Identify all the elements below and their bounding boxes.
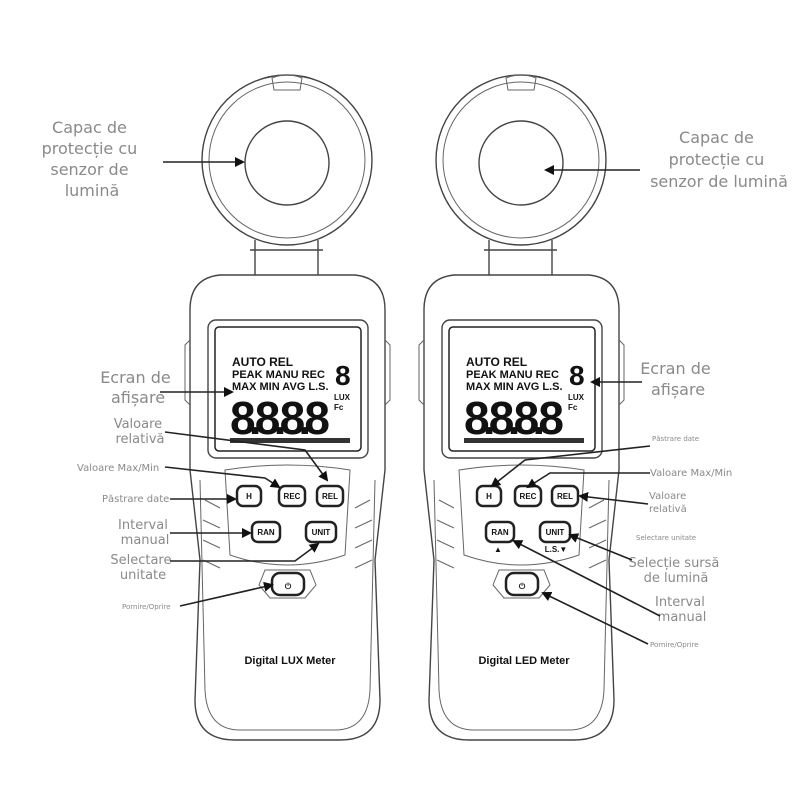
- label-display: Ecran de afișare: [100, 368, 176, 407]
- label-unit: Selectare unitate: [636, 534, 696, 542]
- ran-button[interactable]: RAN: [250, 520, 282, 544]
- rec-button[interactable]: REC: [277, 484, 307, 508]
- label-power: Pornire/Oprire: [122, 603, 171, 611]
- svg-text:REL: REL: [557, 492, 573, 501]
- lcd-bargraph: [464, 438, 584, 443]
- label-light-source: Selecție sursă de lumină: [628, 556, 723, 586]
- up-arrow-icon: ▲: [494, 545, 502, 554]
- lcd-row1: AUTO REL: [466, 355, 527, 369]
- svg-text:UNIT: UNIT: [312, 528, 331, 537]
- lcd-row3: MAX MIN AVG L.S.: [466, 381, 563, 393]
- led-meter: AUTO REL PEAK MANU REC MAX MIN AVG L.S. …: [418, 74, 625, 741]
- rel-button[interactable]: REL: [315, 484, 345, 508]
- lcd-row1: AUTO REL: [232, 355, 293, 369]
- label-maxmin: Valoare Max/Min: [77, 463, 159, 474]
- light-sensor: [478, 120, 564, 206]
- unit-button[interactable]: UNIT: [538, 520, 572, 544]
- hold-button[interactable]: H: [235, 484, 263, 508]
- svg-text:REC: REC: [284, 492, 301, 501]
- label-unit: Selectare unitate: [110, 553, 175, 583]
- label-hold: Păstrare date: [102, 494, 169, 505]
- svg-text:RAN: RAN: [257, 528, 275, 537]
- lcd-row2: PEAK MANU REC: [232, 369, 325, 381]
- lcd-screen: [214, 326, 362, 452]
- lcd-digits: 8.8.8.8: [464, 392, 564, 444]
- svg-text:UNIT: UNIT: [546, 528, 565, 537]
- unit-button[interactable]: UNIT: [304, 520, 338, 544]
- left-labels: Capac de protecție cu senzor de lumină E…: [42, 118, 329, 611]
- rel-button[interactable]: REL: [550, 484, 580, 508]
- lcd-unit-lux: LUX: [334, 393, 351, 402]
- ran-button[interactable]: RAN: [484, 520, 516, 544]
- svg-text:H: H: [246, 492, 252, 501]
- svg-text:H: H: [486, 492, 492, 501]
- lcd-unit-lux: LUX: [568, 393, 585, 402]
- label-relative: Valoare relativă: [114, 417, 167, 447]
- model-name: Digital LED Meter: [478, 655, 570, 667]
- label-hold: Păstrare date: [652, 435, 699, 443]
- svg-text:REC: REC: [520, 492, 537, 501]
- svg-text:⏻: ⏻: [519, 582, 526, 591]
- lcd-row3: MAX MIN AVG L.S.: [232, 381, 329, 393]
- label-sensor-cap: Capac de protecție cu senzor de lumină: [42, 118, 143, 200]
- label-range: Interval manual: [118, 518, 172, 548]
- label-maxmin: Valoare Max/Min: [650, 468, 732, 479]
- model-name: Digital LUX Meter: [244, 655, 336, 667]
- label-sensor-cap: Capac de protecție cu senzor de lumină: [650, 128, 788, 191]
- lcd-screen: [448, 326, 596, 452]
- label-display: Ecran de afișare: [640, 359, 716, 399]
- svg-text:⏻: ⏻: [285, 582, 292, 591]
- rec-button[interactable]: REC: [513, 484, 543, 508]
- lcd-unit-fc: Fc: [568, 403, 578, 412]
- label-relative: Valoare relativă: [649, 491, 689, 515]
- label-range: Interval manual: [655, 595, 709, 625]
- meter-body: [423, 274, 620, 741]
- lcd-digits: 8.8.8.8: [230, 392, 330, 444]
- lcd-small-digit: 8: [569, 360, 585, 391]
- label-power: Pornire/Oprire: [650, 641, 699, 649]
- hold-button[interactable]: H: [475, 484, 503, 508]
- power-button[interactable]: ⏻: [504, 571, 540, 597]
- right-labels: Capac de protecție cu senzor de lumină E…: [490, 128, 788, 649]
- sensor-cap-ring: [201, 74, 373, 246]
- meter-body: [189, 274, 386, 741]
- lux-meter: AUTO REL PEAK MANU REC MAX MIN AVG L.S. …: [184, 74, 391, 741]
- light-sensor: [244, 120, 330, 206]
- lcd-unit-fc: Fc: [334, 403, 344, 412]
- lcd-bargraph: [230, 438, 350, 443]
- power-button[interactable]: ⏻: [270, 571, 306, 597]
- svg-text:RAN: RAN: [491, 528, 509, 537]
- lcd-small-digit: 8: [335, 360, 351, 391]
- svg-text:REL: REL: [322, 492, 338, 501]
- lcd-row2: PEAK MANU REC: [466, 369, 559, 381]
- light-source-down-label: L.S.▼: [545, 545, 568, 554]
